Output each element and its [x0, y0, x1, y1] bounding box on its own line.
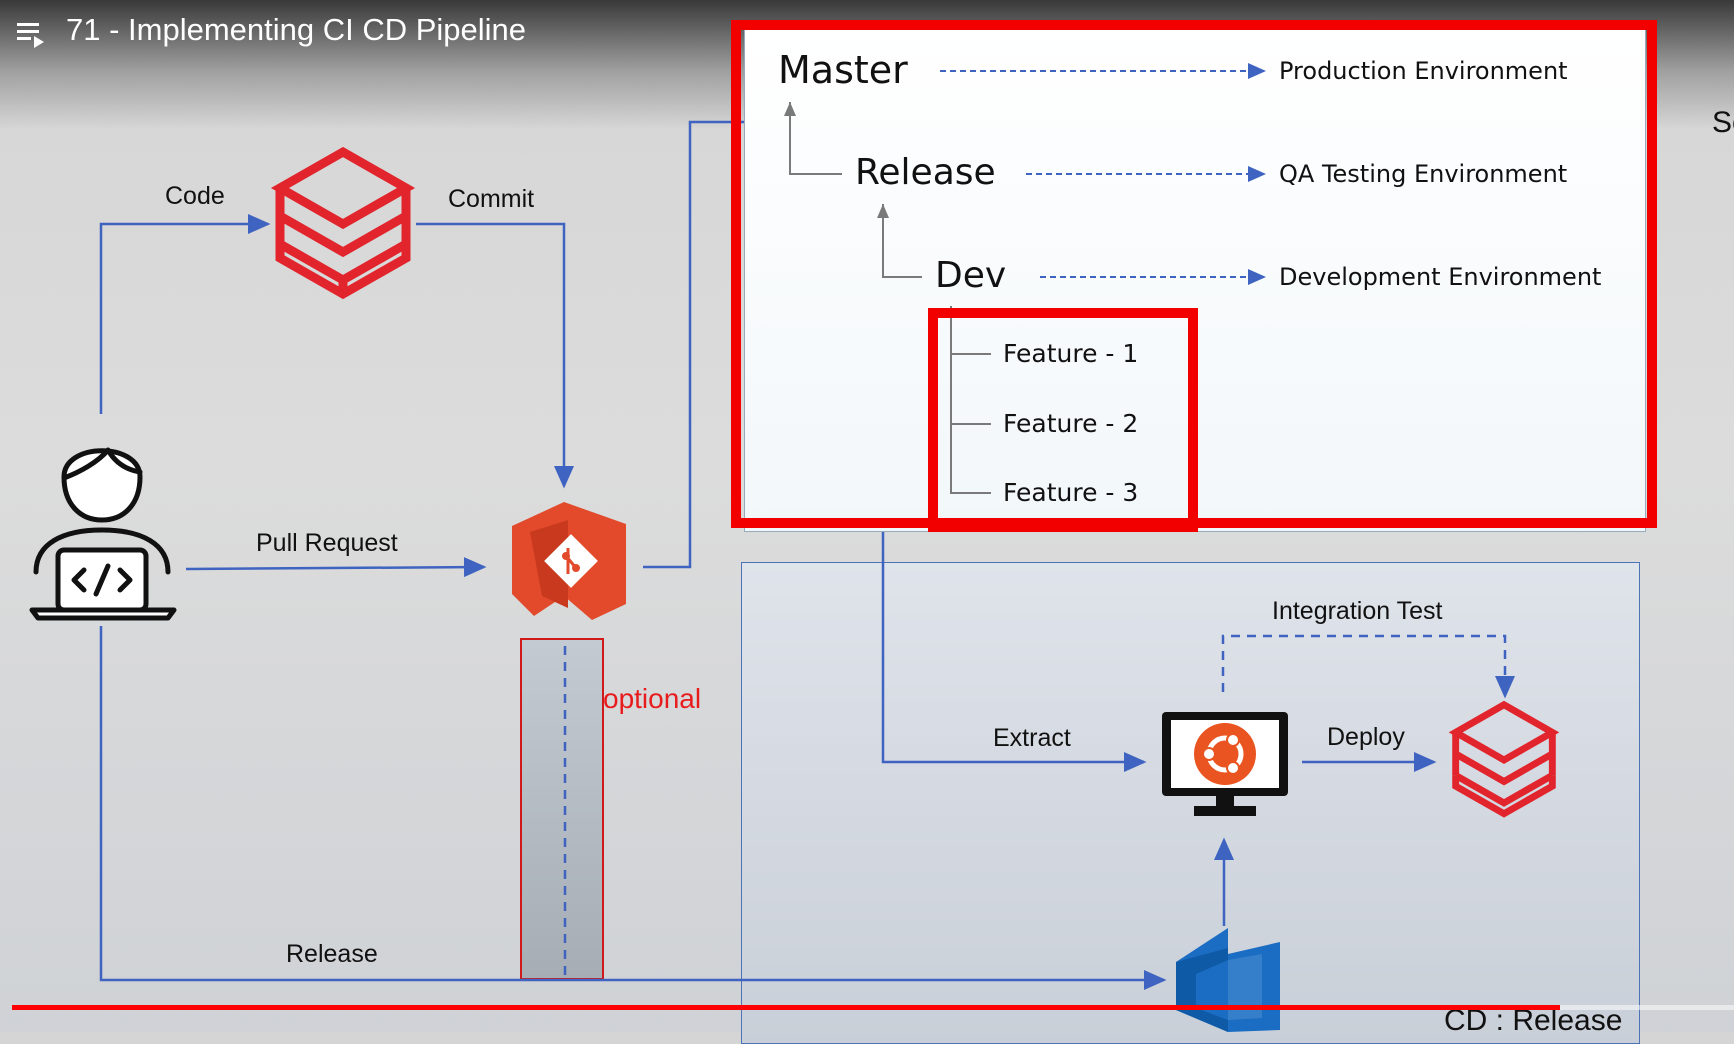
developer-laptop-icon [29, 447, 177, 621]
feature-branch-3: Feature - 3 [1003, 478, 1139, 507]
cut-off-right-text: Sc [1712, 106, 1734, 139]
feature-branch-1: Feature - 1 [1003, 339, 1139, 368]
databricks-stack-icon[interactable] [1448, 700, 1560, 820]
video-title[interactable]: 71 - Implementing CI CD Pipeline [66, 12, 527, 47]
release-flow-label: Release [286, 940, 378, 968]
ubuntu-monitor-icon[interactable] [1158, 708, 1292, 820]
databricks-stack-icon [270, 146, 416, 300]
optional-build-box [520, 638, 604, 980]
azure-devops-icon[interactable] [1166, 924, 1282, 1032]
playlist-icon[interactable] [16, 20, 46, 55]
code-label: Code [165, 182, 225, 210]
env-production: Production Environment [1279, 57, 1568, 85]
branch-dev: Dev [935, 255, 1007, 296]
branch-release: Release [855, 152, 996, 193]
feature-branch-2: Feature - 2 [1003, 409, 1139, 438]
azure-repos-icon[interactable] [508, 496, 628, 624]
video-progress-bar[interactable] [12, 1005, 1560, 1010]
video-progress-remaining[interactable] [1560, 1005, 1734, 1010]
pull-request-label: Pull Request [256, 529, 398, 557]
env-development: Development Environment [1279, 263, 1602, 291]
commit-label: Commit [448, 185, 535, 213]
env-qa: QA Testing Environment [1279, 160, 1568, 188]
optional-label: optional [603, 683, 702, 714]
deploy-label: Deploy [1327, 723, 1405, 751]
extract-label: Extract [993, 724, 1071, 752]
branch-master: Master [778, 48, 908, 92]
feature-highlight-box [928, 308, 1198, 532]
integration-test-label: Integration Test [1272, 597, 1443, 625]
